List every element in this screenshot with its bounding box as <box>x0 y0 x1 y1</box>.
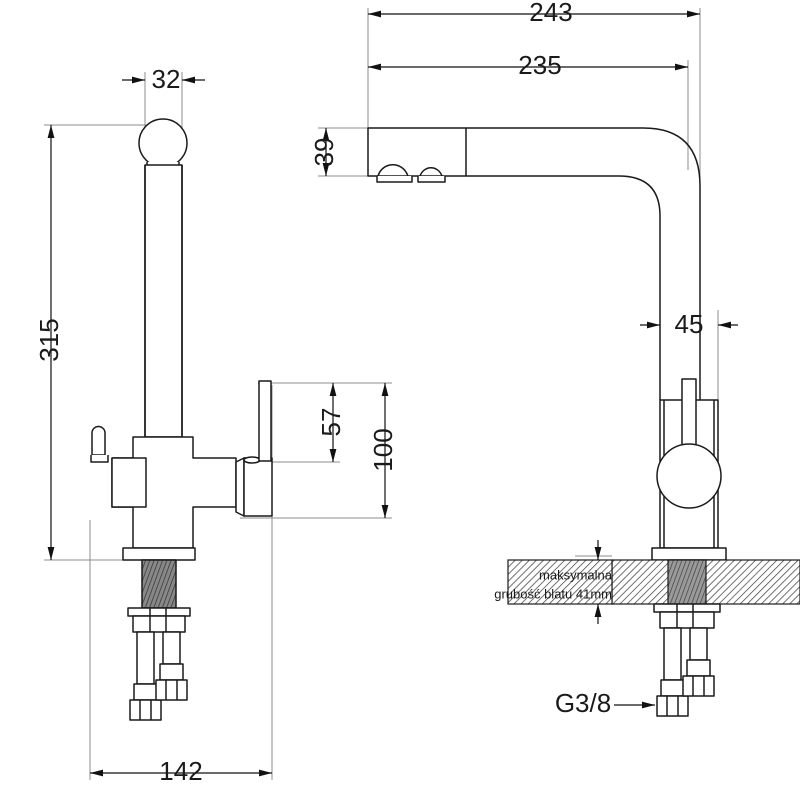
mounting-nut <box>132 615 186 633</box>
swivel-pin <box>243 456 261 464</box>
side-handle-block <box>111 457 147 508</box>
lever-handle <box>258 380 272 462</box>
aerator-bump-small <box>419 167 443 177</box>
side-elevation-view <box>367 127 727 561</box>
dim-label-315: 315 <box>34 318 64 361</box>
note-max-thickness-line1: maksymalna <box>539 567 613 582</box>
threaded-shank-side <box>667 559 707 605</box>
supply-hose-right <box>162 631 181 665</box>
handle-circle <box>656 443 722 509</box>
mounting-nut-side <box>659 611 715 629</box>
hose-nut-left-side <box>656 695 689 717</box>
swivel-barrel <box>243 457 273 517</box>
hose-nut-right-side <box>682 675 715 697</box>
faucet-column <box>144 164 183 438</box>
note-max-thickness-line2: grubość blatu 41mm <box>494 586 612 601</box>
aerator-base-large <box>376 176 413 183</box>
hose-ferrule-right <box>159 663 184 681</box>
mounting-washer <box>127 607 191 617</box>
dimension-lines <box>47 10 738 777</box>
extension-lines <box>44 8 719 780</box>
mounting-washer-side <box>653 603 721 613</box>
dim-label-142: 142 <box>159 756 202 786</box>
supply-hose-left <box>136 631 155 685</box>
hose-nut-left <box>129 699 162 721</box>
dim-label-235: 235 <box>518 50 561 80</box>
countertop-slab <box>507 559 800 605</box>
hose-nut-right <box>155 679 188 701</box>
swivel-joint <box>235 457 245 517</box>
base-flange-side <box>651 547 727 561</box>
side-lever-base <box>90 455 109 463</box>
dim-label-243: 243 <box>529 0 572 27</box>
dim-label-39: 39 <box>309 138 339 167</box>
aerator-base-small <box>417 176 446 183</box>
base-flange <box>122 547 196 561</box>
dim-label-100: 100 <box>368 428 398 471</box>
front-elevation-view <box>90 118 273 721</box>
threaded-shank <box>141 559 177 609</box>
side-lever <box>91 425 106 456</box>
spout-arm-outer <box>466 127 701 400</box>
hose-ferrule-right-side <box>686 659 711 677</box>
dim-label-57: 57 <box>316 408 346 437</box>
hose-ferrule-left <box>133 683 158 701</box>
supply-hose-left-side <box>663 627 682 681</box>
supply-hose-right-side <box>689 627 708 661</box>
spout-arm-inner <box>466 175 661 400</box>
label-thread-g38: G3/8 <box>555 688 611 718</box>
dim-label-32: 32 <box>152 64 181 94</box>
spout-cap-circle <box>138 118 188 168</box>
undercounter-hardware-side <box>653 603 721 717</box>
aerator-bump-large <box>377 164 409 177</box>
dim-label-45: 45 <box>675 309 704 339</box>
hose-ferrule-left-side <box>660 679 685 697</box>
